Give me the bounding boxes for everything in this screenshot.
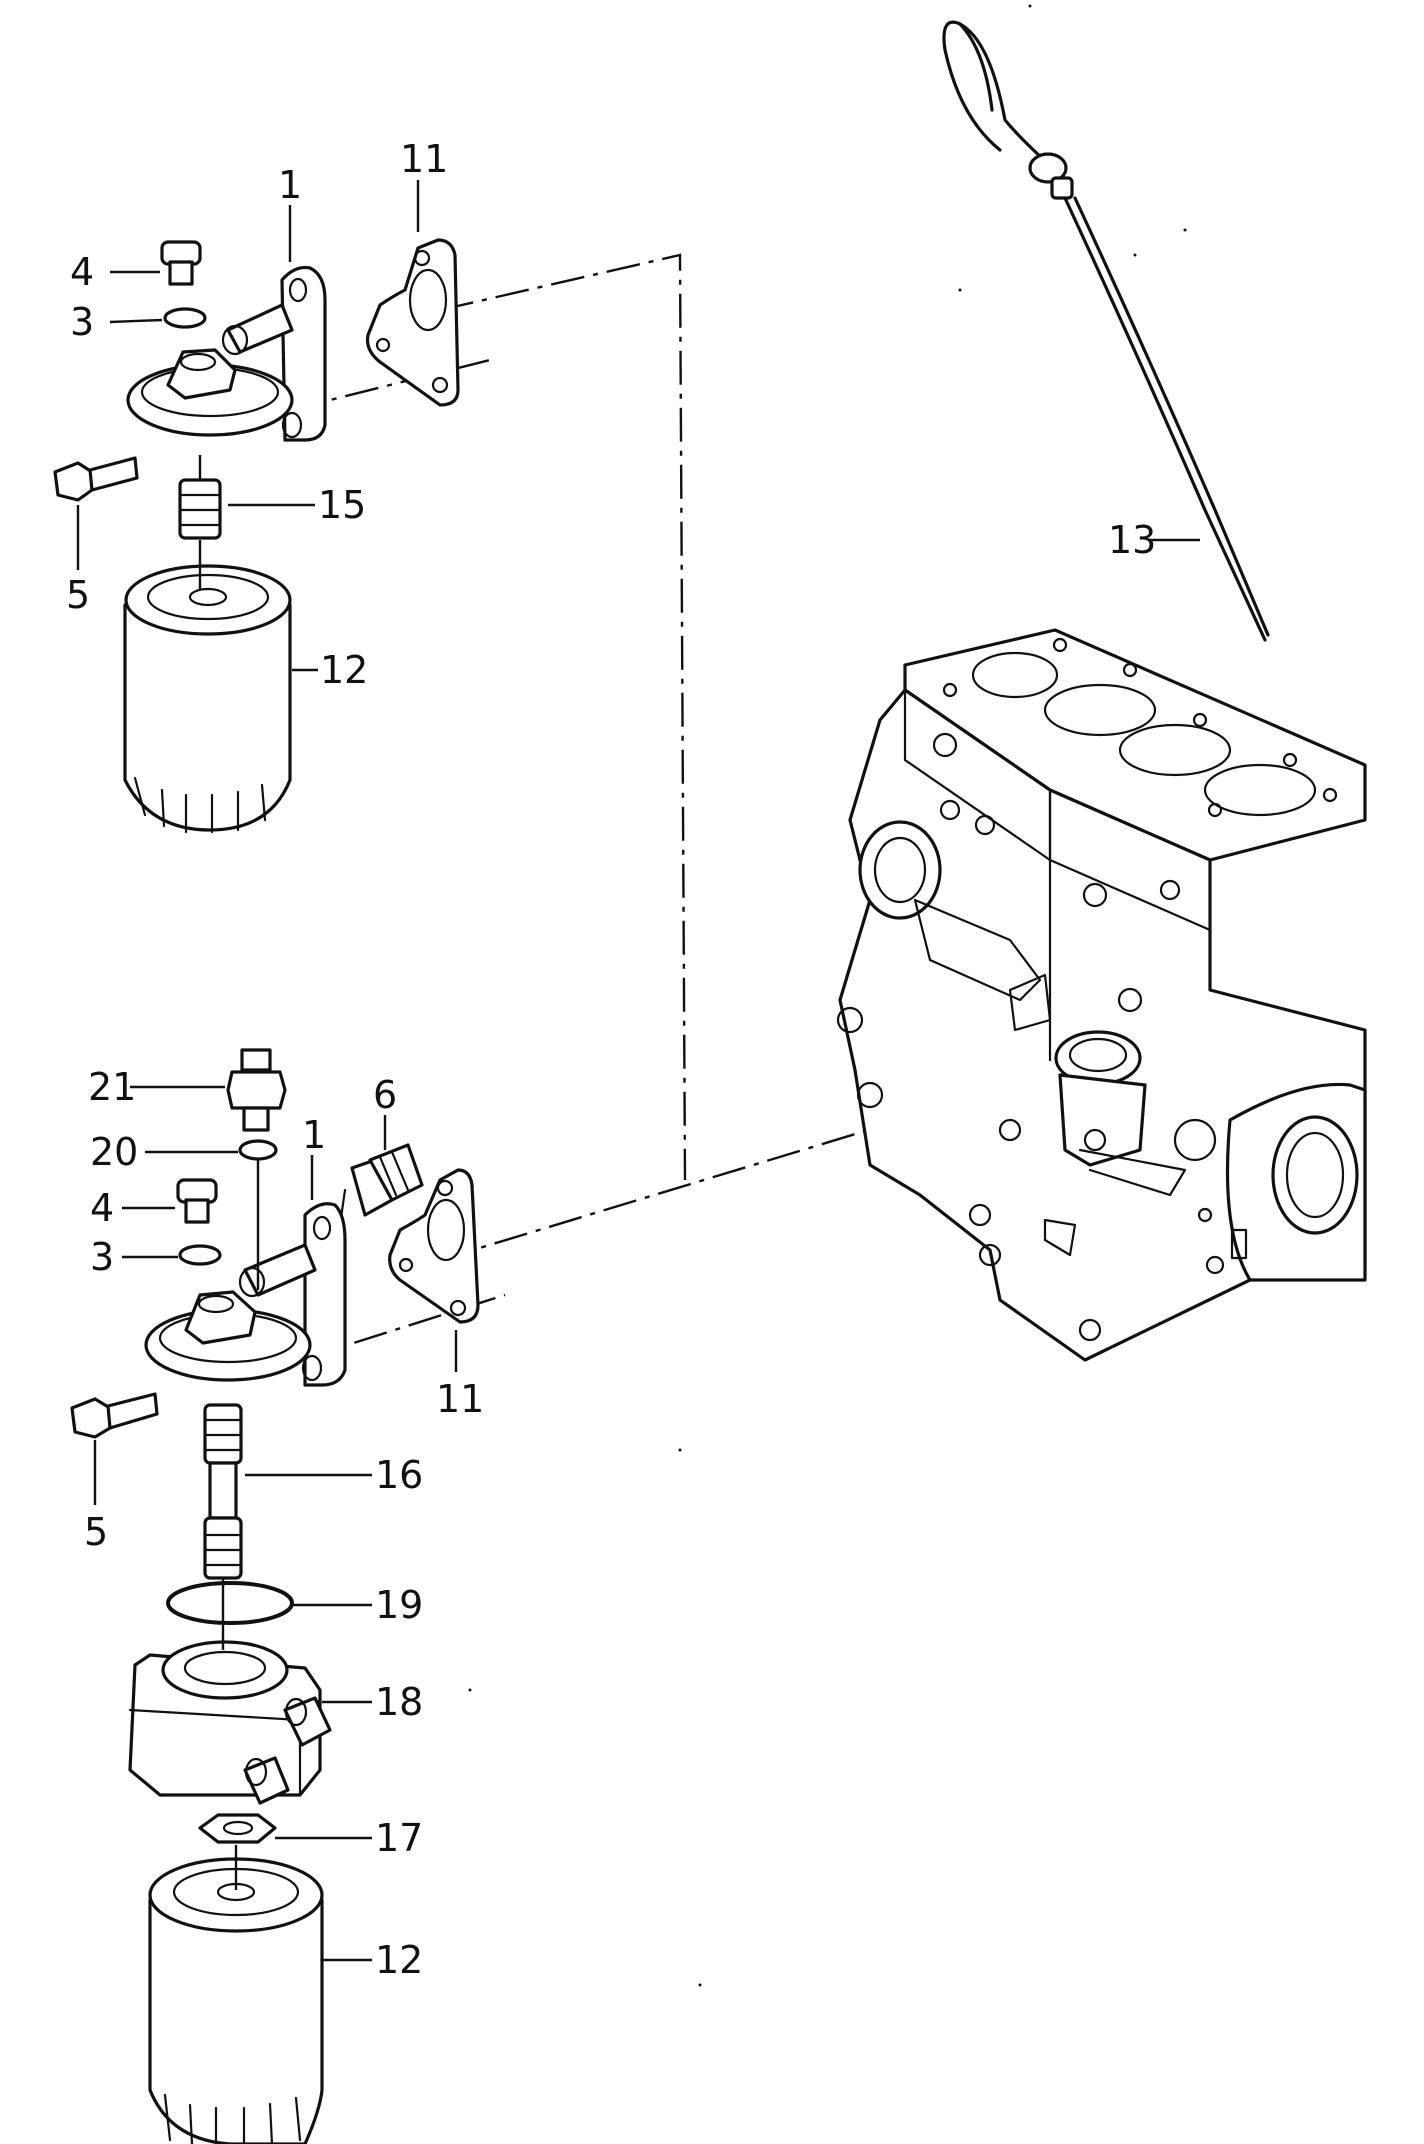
callout-5-top: 5 — [66, 573, 90, 617]
bottom-plug-6 — [338, 1143, 424, 1227]
top-filter-flange — [126, 265, 327, 442]
callout-4-top: 4 — [70, 250, 94, 294]
callout-13: 13 — [1108, 518, 1156, 562]
callout-16: 16 — [375, 1453, 423, 1497]
top-gasket-11 — [365, 238, 460, 407]
top-bolt-5 — [53, 456, 139, 502]
callout-6: 6 — [373, 1073, 397, 1117]
top-washer-3 — [163, 307, 207, 329]
callout-17: 17 — [375, 1816, 423, 1860]
bottom-oil-filter-12 — [148, 1857, 324, 2144]
callout-labels: 1 11 4 3 15 5 12 13 21 20 1 6 4 3 11 5 1… — [66, 137, 1156, 1982]
axis-lines — [198, 455, 260, 1890]
bottom-filter-flange — [144, 1202, 347, 1387]
bottom-sender-21 — [226, 1048, 287, 1132]
callout-1-bottom: 1 — [302, 1113, 326, 1157]
bottom-oil-cooler-18 — [128, 1640, 332, 1805]
callout-5-bottom: 5 — [84, 1510, 108, 1554]
top-nipple-15 — [178, 478, 222, 540]
bottom-connector-16 — [203, 1403, 243, 1580]
callout-11-top: 11 — [400, 137, 448, 181]
bottom-screw-4 — [176, 1178, 218, 1224]
print-specks — [468, 4, 1187, 1987]
callout-19: 19 — [375, 1583, 423, 1627]
callout-3-bottom: 3 — [90, 1235, 114, 1279]
callout-18: 18 — [375, 1680, 423, 1724]
callout-1-top: 1 — [278, 163, 302, 207]
bottom-bolt-5 — [70, 1392, 159, 1439]
callout-11-bottom: 11 — [436, 1377, 484, 1421]
callout-15: 15 — [318, 483, 366, 527]
bottom-washer-20 — [238, 1139, 278, 1161]
top-screw-4 — [160, 240, 202, 286]
bottom-nut-17 — [198, 1813, 277, 1844]
callout-3-top: 3 — [70, 300, 94, 344]
callout-leaders — [76, 180, 1200, 1962]
bottom-gasket-11 — [388, 1168, 480, 1324]
engine-block — [836, 628, 1367, 1362]
callout-12-bottom: 12 — [375, 1938, 423, 1982]
callout-4-bottom: 4 — [90, 1186, 114, 1230]
callout-12-top: 12 — [320, 648, 368, 692]
callout-20: 20 — [90, 1130, 138, 1174]
callout-21: 21 — [88, 1065, 136, 1109]
top-oil-filter-12 — [123, 564, 292, 834]
bottom-washer-3 — [178, 1244, 222, 1266]
bottom-oring-19 — [166, 1581, 294, 1625]
dipstick-13 — [942, 20, 1270, 642]
